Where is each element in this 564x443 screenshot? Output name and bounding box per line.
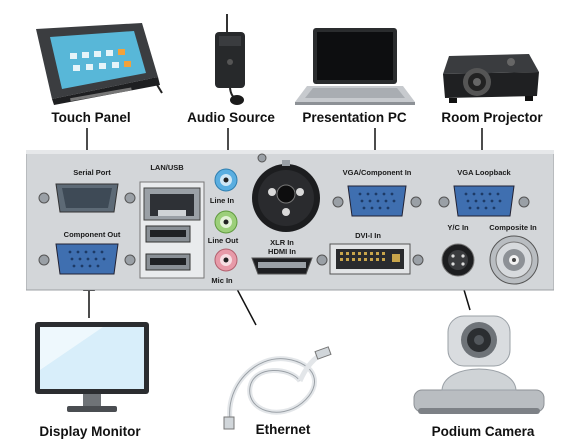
line-in-label: Line In [209, 196, 235, 205]
room-projector-image [443, 54, 539, 103]
xlr-in-label: XLR In [270, 238, 294, 247]
presentation-pc-image [295, 28, 415, 105]
line-out-jack [214, 210, 238, 234]
yc-in-port [441, 243, 475, 277]
vga-loopback-label: VGA Loopback [457, 168, 511, 177]
component-out-port [38, 243, 136, 275]
hdmi-in-port [251, 257, 313, 275]
ethernet-label: Ethernet [255, 422, 311, 437]
line-in-jack [214, 168, 238, 192]
yc-in-label: Y/C In [447, 223, 469, 232]
podium-camera-image [413, 315, 545, 414]
audio-source-label: Audio Source [187, 110, 275, 125]
vga-component-in-port [332, 185, 422, 217]
mic-in-jack [214, 248, 238, 272]
vga-loopback-port [438, 185, 530, 217]
mic-in-label: Mic In [211, 276, 233, 285]
serial-port [38, 183, 136, 213]
xlr-in-port [252, 153, 320, 232]
composite-in-port [489, 235, 539, 285]
touch-panel-image [36, 23, 163, 105]
presentation-pc-label: Presentation PC [302, 110, 407, 125]
line-out-label: Line Out [207, 236, 239, 245]
touch-panel-label: Touch Panel [51, 110, 131, 125]
serial-port-label: Serial Port [73, 168, 111, 177]
hdmi-in-label: HDMI In [268, 247, 296, 256]
display-monitor-label: Display Monitor [39, 424, 141, 439]
lan-usb-label: LAN/USB [150, 163, 184, 172]
dvi-i-in-label: DVI-I In [355, 231, 381, 240]
connection-panel [26, 150, 554, 291]
component-out-label: Component Out [63, 230, 121, 239]
dvi-i-in-port [316, 243, 424, 275]
vga-component-in-label: VGA/Component In [342, 168, 412, 177]
display-monitor-image [35, 322, 149, 412]
composite-in-label: Composite In [489, 223, 537, 232]
ethernet-cable-image [223, 346, 332, 430]
room-projector-label: Room Projector [441, 110, 543, 125]
lan-usb-block [139, 181, 205, 279]
podium-camera-label: Podium Camera [431, 424, 535, 439]
audio-source-image [215, 14, 245, 105]
